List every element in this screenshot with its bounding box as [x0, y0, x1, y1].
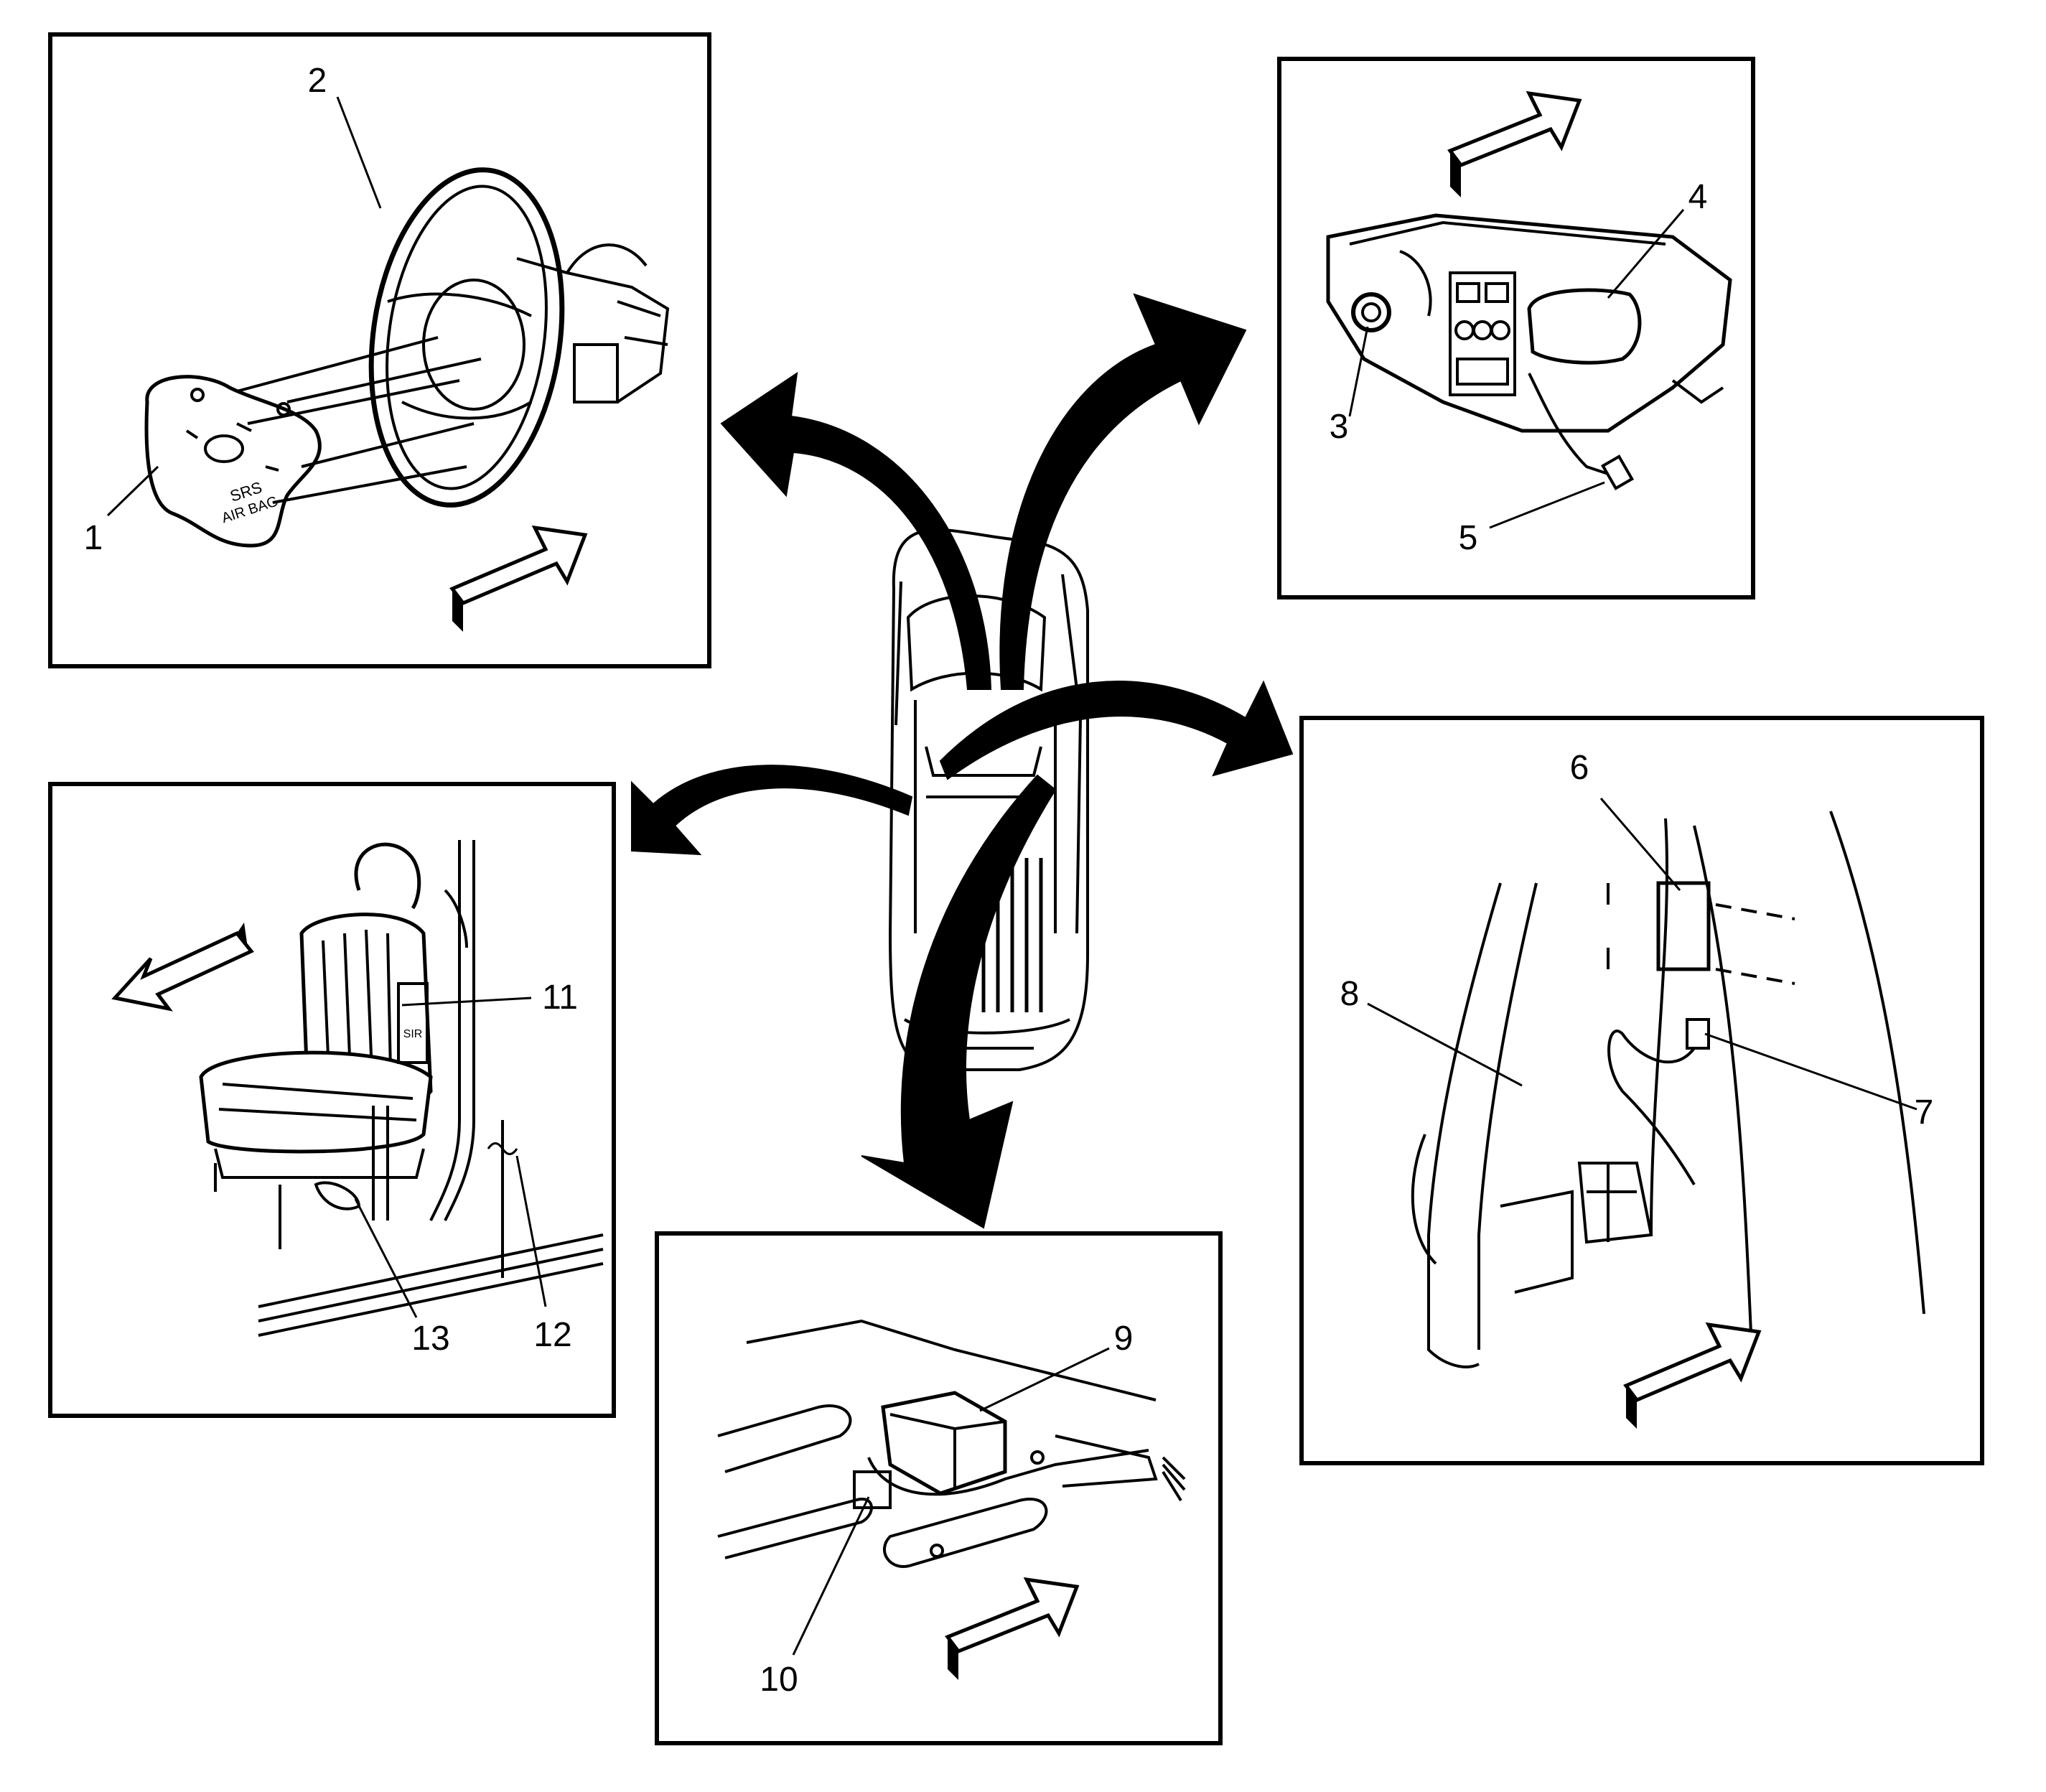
leader-9	[979, 1347, 1110, 1412]
arrow-to-seat	[631, 765, 913, 856]
passenger-airbag-door	[1527, 288, 1642, 365]
front-direction-arrow-5	[945, 1577, 1080, 1654]
leader-1	[106, 465, 159, 517]
front-direction-arrow-3	[111, 930, 254, 1012]
leader-6	[1599, 798, 1681, 891]
instrument-panel-frame	[1277, 57, 1755, 599]
callout-4: 4	[1688, 178, 1708, 216]
leader-4	[1607, 209, 1685, 299]
callout-5: 5	[1459, 519, 1478, 557]
pointer-arrows	[631, 293, 1294, 1229]
seat-illustration	[199, 840, 604, 1337]
leader-13	[354, 1198, 418, 1318]
callout-12: 12	[533, 1316, 571, 1354]
callout-8: 8	[1340, 975, 1360, 1013]
module-panel-frame	[655, 1231, 1223, 1745]
callout-2: 2	[308, 62, 327, 100]
leader-3	[1348, 326, 1369, 417]
front-direction-arrow-2	[1447, 90, 1582, 168]
callout-1: 1	[84, 519, 103, 557]
arrow-to-module	[861, 774, 1057, 1229]
callout-9: 9	[1114, 1320, 1134, 1358]
side-impact-sensor-body	[1656, 881, 1711, 971]
sensor-panel-frame	[1299, 716, 1984, 1465]
leader-11	[401, 997, 532, 1007]
sdm-housing	[881, 1391, 1007, 1495]
driver-knee-bolster-icon	[1351, 292, 1391, 332]
callout-13: 13	[411, 1320, 449, 1358]
side-impact-sensor-illustration	[1367, 798, 1925, 1368]
arrow-to-sensor	[939, 680, 1294, 780]
leader-5	[1489, 481, 1605, 529]
leader-2	[336, 96, 382, 209]
leader-8	[1367, 1002, 1523, 1087]
callout-7: 7	[1915, 1093, 1934, 1131]
callout-6: 6	[1570, 749, 1589, 787]
leader-12	[515, 1155, 547, 1307]
front-direction-arrow-1	[449, 525, 588, 606]
steering-wheel-illustration	[106, 96, 670, 548]
leader-10	[792, 1496, 870, 1656]
front-direction-arrow-4	[1623, 1322, 1762, 1403]
seat-sir-text: SIR	[403, 1028, 423, 1040]
arrow-to-instrument-panel	[999, 293, 1247, 690]
callout-numbers: 1 2 3 4 5 6 7 8 9 10 11 12 13	[84, 62, 1934, 1699]
side-airbag-label	[397, 982, 429, 1064]
callout-3: 3	[1330, 408, 1349, 446]
sensing-diagnostic-module-illustration	[717, 1319, 1186, 1656]
steering-wheel-panel-frame	[48, 32, 711, 668]
seat-panel-frame	[48, 782, 616, 1418]
panel-frames	[48, 32, 1984, 1745]
arrow-to-steering-wheel	[720, 371, 992, 690]
callout-10: 10	[760, 1661, 798, 1699]
callout-11: 11	[542, 979, 578, 1017]
leader-7	[1704, 1032, 1917, 1111]
instrument-panel-illustration	[1326, 209, 1732, 529]
